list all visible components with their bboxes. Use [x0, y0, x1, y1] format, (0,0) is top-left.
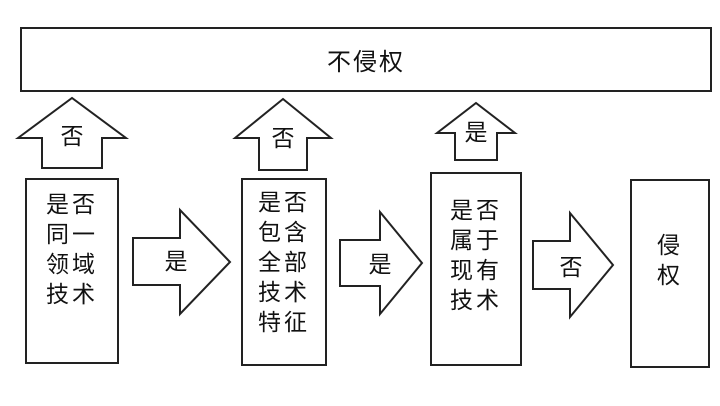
step-line: 特征: [258, 310, 310, 336]
step-box-same-field: 是否 同一 领域 技术: [25, 178, 119, 364]
up-arrow-2-label: 否: [271, 126, 295, 152]
step-line: 包含: [258, 220, 310, 246]
step-box-text: 是否 属于 现有 技术: [432, 196, 520, 316]
step-line: 是否: [450, 198, 502, 224]
step-line: 是否: [258, 190, 310, 216]
step-line: 全部: [258, 250, 310, 276]
up-arrow-1-label: 否: [60, 124, 84, 150]
step-box-prior-art: 是否 属于 现有 技术: [430, 172, 522, 366]
step-line: 技术: [258, 280, 310, 306]
step-line: 技术: [450, 288, 502, 314]
step-line: 侵: [657, 233, 683, 259]
up-arrow-3-label: 是: [464, 120, 488, 146]
step-line: 权: [657, 263, 683, 289]
step-line: 领域: [46, 252, 98, 278]
step-box-text: 侵 权: [632, 231, 708, 291]
result-box-infringing: 侵 权: [630, 179, 710, 368]
result-box-label: 不侵权: [327, 48, 405, 76]
step-box-text: 是否 同一 领域 技术: [27, 190, 117, 310]
step-line: 属于: [450, 228, 502, 254]
right-arrow-1-label: 是: [164, 249, 188, 275]
result-box-not-infringing: 不侵权: [20, 27, 712, 92]
step-line: 是否: [46, 192, 98, 218]
step-box-all-features: 是否 包含 全部 技术 特征: [241, 178, 327, 366]
step-box-text: 是否 包含 全部 技术 特征: [243, 188, 325, 338]
step-line: 现有: [450, 258, 502, 284]
step-line: 技术: [46, 282, 98, 308]
step-line: 同一: [46, 222, 98, 248]
right-arrow-3-label: 否: [559, 255, 583, 281]
right-arrow-2-label: 是: [368, 252, 392, 278]
